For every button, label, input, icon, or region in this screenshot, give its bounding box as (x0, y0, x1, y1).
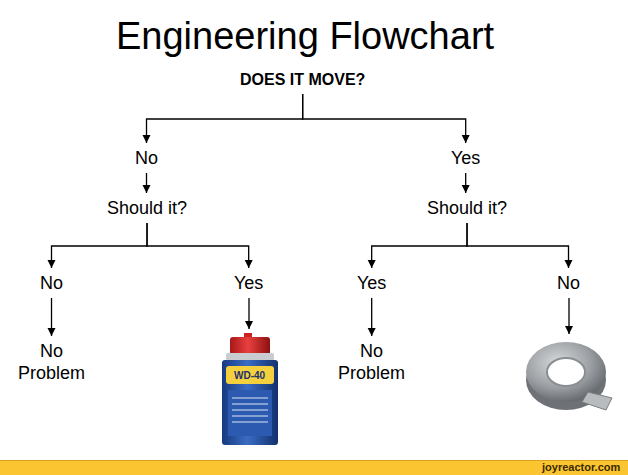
answer-text: Yes (451, 147, 480, 169)
flow-node: No (132, 145, 161, 171)
question-text: Should it? (427, 197, 507, 219)
flow-node: Yes (354, 270, 389, 296)
spray-can (222, 333, 278, 445)
result-text: No Problem (338, 340, 405, 384)
flow-arrow (147, 94, 303, 143)
product-label: WD-40 (234, 370, 265, 381)
answer-text: No (557, 272, 580, 294)
flow-arrow (51, 298, 52, 336)
flow-node: Yes (231, 270, 266, 296)
leader-arrow (248, 298, 249, 329)
flow-node: DOES IT MOVE? (237, 68, 368, 92)
result-text: No Problem (18, 340, 85, 384)
question-text: Should it? (107, 197, 187, 219)
flow-node: No Problem (15, 338, 88, 386)
flow-arrow (465, 173, 466, 193)
chart-title: Engineering Flowchart (116, 14, 494, 58)
duct-tape (526, 342, 612, 410)
flow-node: Yes (448, 145, 483, 171)
flow-arrow (146, 173, 147, 193)
answer-text: No (40, 272, 63, 294)
question-text: DOES IT MOVE? (240, 70, 365, 90)
flow-arrow (371, 298, 372, 336)
footer-bar (0, 460, 628, 475)
answer-text: Yes (234, 272, 263, 294)
flow-arrow (372, 223, 467, 268)
flow-node: Should it? (424, 195, 510, 221)
leader-arrow (568, 298, 569, 334)
flow-node: Should it? (104, 195, 190, 221)
flow-arrow (467, 223, 568, 268)
flow-arrow (147, 223, 249, 268)
answer-text: Yes (357, 272, 386, 294)
watermark: joyreactor.com (542, 461, 620, 474)
flow-arrow (303, 94, 466, 143)
flow-node: No Problem (335, 338, 408, 386)
flow-node: No (37, 270, 66, 296)
flow-node: No (554, 270, 583, 296)
answer-text: No (135, 147, 158, 169)
flow-arrow (52, 223, 148, 268)
